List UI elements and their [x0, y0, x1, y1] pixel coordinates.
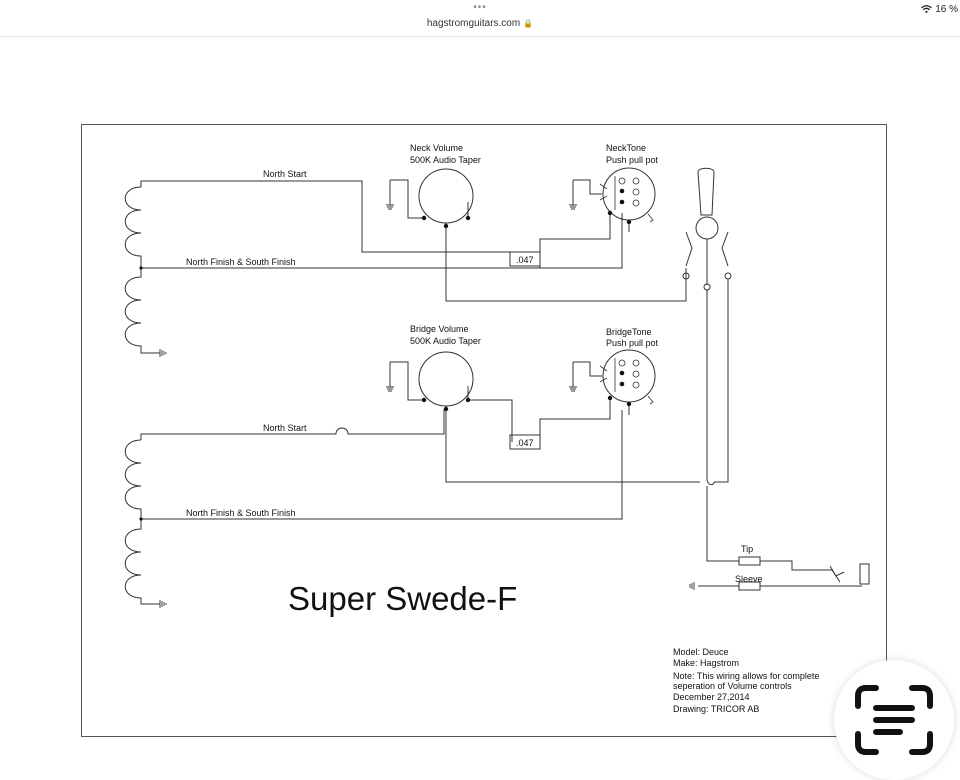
wifi-icon	[921, 5, 933, 14]
bridge-finish-label: North Finish & South Finish	[186, 508, 296, 518]
tab-overview-dots[interactable]: •••	[473, 2, 487, 13]
status-indicators: 16 %	[921, 4, 958, 15]
neck-volume-pot	[418, 168, 474, 224]
notes-date: December 27,2014	[673, 692, 750, 702]
bridge-volume-taper-label: 500K Audio Taper	[410, 336, 481, 346]
browser-address-bar: ••• hagstromguitars.com🔒 16 %	[0, 0, 960, 37]
bridge-north-start-label: North Start	[263, 423, 307, 433]
bridge-tone-pot	[602, 349, 656, 403]
live-text-scan-icon	[855, 685, 933, 755]
ground-symbols	[159, 204, 695, 608]
bridge-tone-label: BridgeTone	[606, 327, 652, 337]
notes-make: Make: Hagstrom	[673, 658, 739, 668]
neck-pickup-south-coil	[124, 268, 160, 354]
notes-note-line2: seperation of Volume controls	[673, 681, 792, 691]
url-field[interactable]: hagstromguitars.com🔒	[0, 18, 960, 29]
neck-volume-taper-label: 500K Audio Taper	[410, 155, 481, 165]
toggle-switch-base	[695, 216, 719, 240]
diagram-frame	[81, 124, 887, 737]
neck-cap-value: .047	[516, 255, 534, 265]
toggle-switch-lever	[697, 167, 715, 216]
live-text-scan-button[interactable]	[834, 660, 954, 780]
neck-pickup-north-coil	[124, 186, 142, 268]
neck-finish-label: North Finish & South Finish	[186, 257, 296, 267]
lock-icon: 🔒	[523, 19, 534, 28]
jack-tip-resistor	[738, 556, 761, 566]
jack-tip-label: Tip	[741, 544, 753, 554]
notes-model: Model: Deuce	[673, 647, 729, 657]
bridge-tone-type-label: Push pull pot	[606, 338, 659, 348]
wiring-schematic: North Start North Finish & South Finish …	[124, 143, 870, 714]
notes-note-line1: Note: This wiring allows for complete	[673, 671, 819, 681]
url-text: hagstromguitars.com	[426, 18, 521, 29]
jack-sleeve-label: Sleeve	[735, 574, 763, 584]
neck-tone-type-label: Push pull pot	[606, 155, 659, 165]
notes-drawing: Drawing: TRICOR AB	[673, 704, 759, 714]
neck-volume-label: Neck Volume	[410, 143, 463, 153]
diagram-title: Super Swede-F	[288, 580, 517, 617]
bridge-cap-value: .047	[516, 438, 534, 448]
bridge-volume-label: Bridge Volume	[410, 324, 469, 334]
bridge-volume-pot	[418, 351, 474, 407]
neck-tone-capacitor	[509, 251, 541, 267]
output-jack-socket	[859, 563, 870, 585]
battery-percentage: 16 %	[935, 4, 958, 15]
neck-tone-label: NeckTone	[606, 143, 646, 153]
bridge-pickup-north-coil	[124, 439, 142, 519]
bridge-pickup-south-coil	[124, 519, 160, 605]
neck-north-start-label: North Start	[263, 169, 307, 179]
